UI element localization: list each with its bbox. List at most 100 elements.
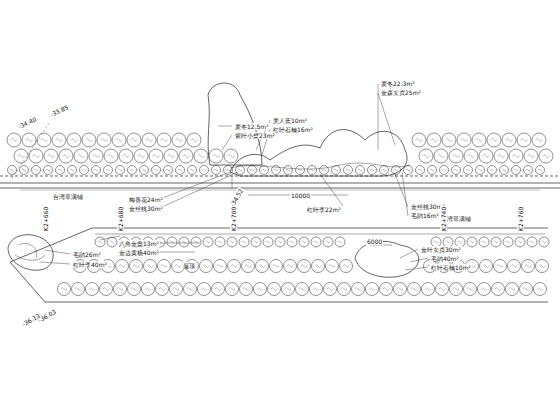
plan-label: 10000	[290, 192, 311, 199]
tree-mark	[159, 288, 166, 291]
tree-mark	[343, 265, 350, 268]
tree-mark	[346, 169, 351, 171]
tree-mark	[116, 139, 123, 142]
tree-symbol	[22, 133, 36, 147]
tree-symbol	[404, 166, 413, 175]
tree-mark	[521, 139, 528, 142]
tree-symbol	[80, 166, 89, 175]
tree-mark	[183, 155, 190, 158]
tree-mark	[511, 265, 518, 268]
tree-symbol	[167, 237, 177, 247]
tree-symbol	[412, 133, 426, 147]
tree-symbol	[464, 283, 477, 296]
tree-mark	[523, 288, 530, 291]
plan-label: K2+700	[230, 206, 237, 232]
tree-symbol	[52, 133, 66, 147]
tree-symbol	[242, 260, 255, 273]
tree-symbol	[214, 260, 227, 273]
tree-mark	[539, 265, 546, 268]
tree-symbol	[239, 237, 249, 247]
tree-mark	[48, 155, 55, 158]
tree-symbol	[515, 237, 525, 247]
tree-mark	[497, 265, 504, 268]
tree-symbol	[20, 166, 29, 175]
tree-symbol	[260, 166, 269, 175]
tree-symbol	[240, 283, 253, 296]
tree-mark	[46, 169, 51, 171]
tree-mark	[175, 265, 182, 268]
tree-symbol	[263, 237, 273, 247]
tree-symbol	[442, 133, 456, 147]
tree-symbol	[479, 149, 493, 163]
tree-symbol	[191, 237, 201, 247]
tree-symbol	[539, 149, 553, 163]
tree-mark	[123, 155, 130, 158]
tree-mark	[61, 288, 68, 291]
tree-symbol	[428, 166, 437, 175]
tree-symbol	[312, 260, 325, 273]
tree-symbol	[340, 260, 353, 273]
tree-symbol	[224, 149, 238, 163]
tree-symbol	[272, 166, 281, 175]
road-edge	[0, 188, 560, 189]
tree-mark	[314, 241, 319, 243]
tree-symbol	[130, 260, 143, 273]
tree-symbol	[82, 133, 96, 147]
tree-symbol	[212, 283, 225, 296]
tree-symbol	[394, 283, 407, 296]
tree-symbol	[296, 166, 305, 175]
road-edge	[0, 183, 560, 184]
tree-mark	[262, 169, 267, 171]
tree-mark	[478, 169, 483, 171]
tree-mark	[299, 288, 306, 291]
tree-mark	[33, 155, 40, 158]
tree-mark	[467, 288, 474, 291]
tree-mark	[411, 288, 418, 291]
tree-mark	[58, 169, 63, 171]
tree-mark	[358, 169, 363, 171]
plan-label: 台湾草满铺	[52, 193, 84, 200]
tree-mark	[142, 169, 147, 171]
tree-symbol	[114, 283, 127, 296]
tree-symbol	[527, 237, 537, 247]
tree-mark	[103, 288, 110, 291]
tree-symbol	[134, 149, 148, 163]
tree-symbol	[172, 133, 186, 147]
tree-symbol	[476, 166, 485, 175]
tree-mark	[506, 139, 513, 142]
tree-mark	[446, 241, 451, 243]
shrub-bed	[355, 241, 419, 277]
tree-mark	[442, 169, 447, 171]
tree-mark	[370, 169, 375, 171]
plan-label: 毛鹃40m²	[430, 255, 460, 262]
tree-mark	[71, 139, 78, 142]
tree-symbol	[224, 166, 233, 175]
tree-mark	[495, 288, 502, 291]
plan-label: 6000	[366, 238, 383, 245]
tree-mark	[430, 169, 435, 171]
tree-symbol	[368, 166, 377, 175]
tree-symbol	[170, 283, 183, 296]
tree-mark	[254, 241, 259, 243]
plan-label: 梅香花24m²	[128, 196, 164, 203]
tree-mark	[130, 169, 135, 171]
tree-mark	[41, 139, 48, 142]
tree-mark	[106, 169, 111, 171]
tree-mark	[190, 169, 195, 171]
tree-symbol	[464, 149, 478, 163]
tree-symbol	[506, 283, 519, 296]
tree-mark	[166, 169, 171, 171]
plan-label: 金森女贞25m²	[380, 89, 422, 96]
bed-divider	[15, 243, 45, 260]
tree-mark	[133, 265, 140, 268]
tree-mark	[416, 139, 423, 142]
tree-mark	[490, 169, 495, 171]
tree-mark	[338, 241, 343, 243]
tree-symbol	[467, 237, 477, 247]
tree-symbol	[200, 260, 213, 273]
tree-symbol	[142, 133, 156, 147]
tree-symbol	[149, 149, 163, 163]
tree-symbol	[152, 166, 161, 175]
tree-mark	[110, 241, 115, 243]
